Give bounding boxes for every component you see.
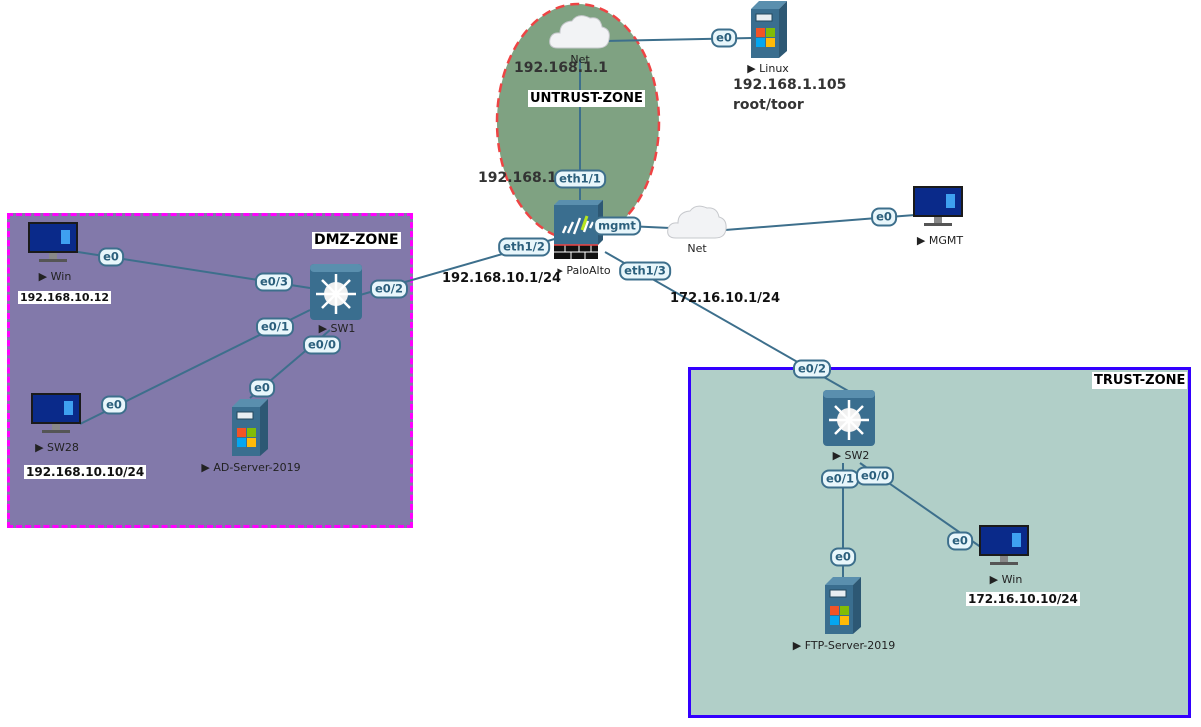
interface-linux-e0[interactable]: e0	[711, 28, 737, 48]
ftp-server-icon[interactable]	[823, 577, 865, 635]
win-dmz-name: Win	[50, 270, 72, 283]
eth11-ip: 192.168.1	[478, 170, 557, 186]
linux-server-icon[interactable]	[745, 1, 787, 59]
sw28-name: SW28	[47, 441, 79, 454]
interface-sw28-e0[interactable]: e0	[101, 395, 127, 415]
net-top-label: Net	[570, 53, 590, 66]
ad-server-name: AD-Server-2019	[213, 461, 301, 474]
linux-label[interactable]: ▶ Linux	[747, 62, 789, 75]
eth12-ip: 192.168.10.1/24	[442, 271, 562, 286]
cloud-icon[interactable]	[548, 12, 612, 52]
ftp-server-name: FTP-Server-2019	[804, 639, 896, 652]
mgmt-name: MGMT	[928, 234, 964, 247]
sw28-ip: 192.168.10.10/24	[24, 465, 147, 479]
interface-ftp-e0[interactable]: e0	[830, 547, 856, 567]
win-trust-name: Win	[1001, 573, 1023, 586]
net-mgmt-label: Net	[687, 242, 707, 255]
sw1-switch-icon[interactable]	[310, 264, 362, 320]
interface-pa-eth1-2[interactable]: eth1/2	[498, 237, 550, 257]
mgmt-label[interactable]: ▶ MGMT	[916, 234, 964, 247]
linux-name: Linux	[759, 62, 789, 75]
win-dmz-ip: 192.168.10.12	[18, 291, 112, 304]
interface-mgmt-e0[interactable]: e0	[871, 207, 897, 227]
paloalto-label[interactable]: ▸ PaloAlto	[557, 264, 611, 277]
win-dmz-pc-icon[interactable]	[27, 222, 79, 266]
interface-sw1-e0-3[interactable]: e0/3	[254, 272, 294, 292]
interface-sw2-e0-1[interactable]: e0/1	[820, 469, 860, 489]
interface-sw1-e0-1[interactable]: e0/1	[255, 317, 295, 337]
sw2-name: SW2	[844, 449, 870, 462]
linux-credentials: root/toor	[733, 97, 804, 113]
paloalto-name: PaloAlto	[566, 264, 611, 277]
win-trust-pc-icon[interactable]	[978, 525, 1030, 569]
sw28-pc-icon[interactable]	[30, 393, 82, 437]
sw2-switch-icon[interactable]	[823, 390, 875, 446]
interface-sw1-e0-0[interactable]: e0/0	[302, 335, 342, 355]
sw1-label[interactable]: ▶ SW1	[318, 322, 356, 335]
untrust-zone-label: UNTRUST-ZONE	[528, 90, 645, 107]
interface-sw2-e0-0[interactable]: e0/0	[855, 466, 895, 486]
net-gateway-ip: 192.168.1.1	[514, 60, 608, 76]
linux-ip: 192.168.1.105	[733, 77, 847, 93]
interface-win-trust-e0[interactable]: e0	[947, 531, 973, 551]
sw2-label[interactable]: ▶ SW2	[832, 449, 870, 462]
trust-zone-label: TRUST-ZONE	[1092, 372, 1188, 389]
trust-zone	[688, 367, 1191, 718]
interface-pa-eth1-3[interactable]: eth1/3	[619, 261, 671, 281]
cloud-icon[interactable]	[666, 203, 728, 241]
eth13-ip: 172.16.10.1/24	[670, 291, 781, 306]
win-trust-label[interactable]: ▶ Win	[989, 573, 1023, 586]
interface-pa-eth1-1[interactable]: eth1/1	[554, 169, 606, 189]
interface-sw1-e0-2[interactable]: e0/2	[369, 279, 409, 299]
sw28-label[interactable]: ▶ SW28	[35, 441, 79, 454]
interface-pa-mgmt[interactable]: mgmt	[593, 216, 641, 236]
dmz-zone-label: DMZ-ZONE	[312, 232, 401, 249]
sw1-name: SW1	[330, 322, 356, 335]
firewall-icon[interactable]	[553, 200, 607, 260]
win-dmz-label[interactable]: ▶ Win	[38, 270, 72, 283]
interface-ad-e0[interactable]: e0	[249, 378, 275, 398]
mgmt-pc-icon[interactable]	[912, 186, 964, 230]
ftp-server-label[interactable]: ▶ FTP-Server-2019	[792, 639, 896, 652]
interface-win-dmz-e0[interactable]: e0	[98, 247, 124, 267]
win-trust-ip: 172.16.10.10/24	[966, 592, 1080, 606]
ad-server-icon[interactable]	[230, 399, 272, 457]
ad-server-label[interactable]: ▶ AD-Server-2019	[201, 461, 301, 474]
interface-sw2-e0-2[interactable]: e0/2	[792, 359, 832, 379]
